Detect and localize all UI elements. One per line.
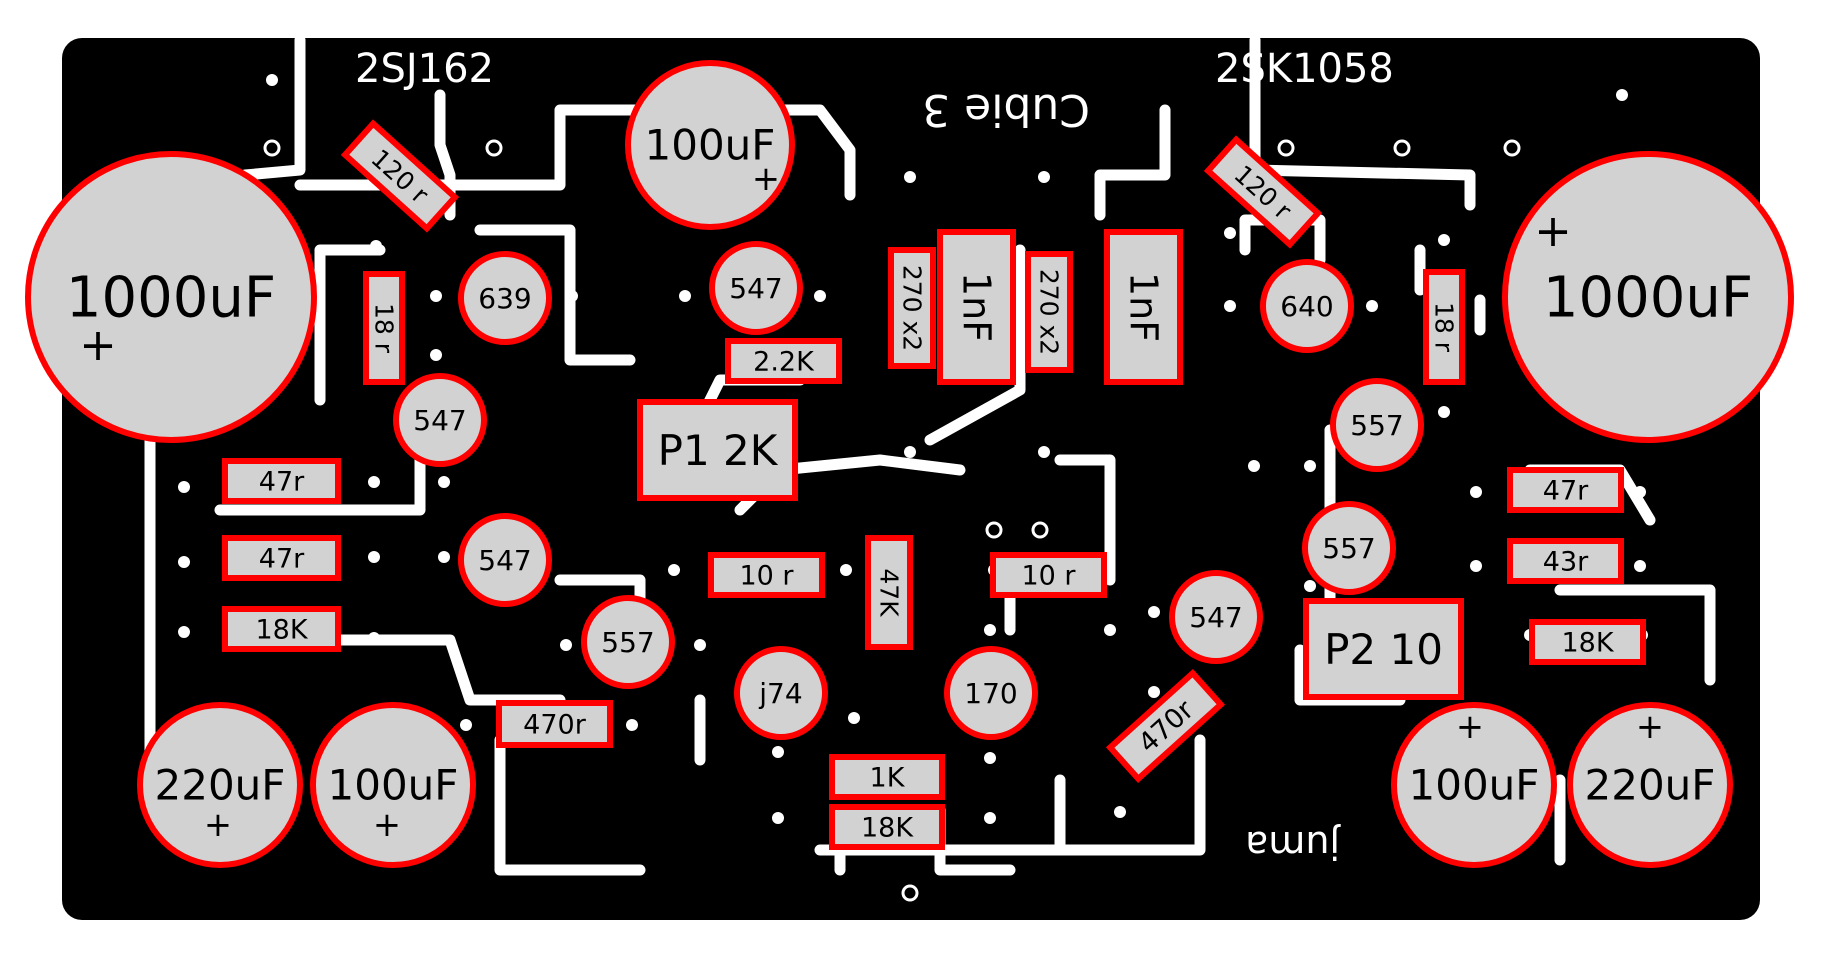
resistor-2-2k-label: 2.2K [753,347,815,378]
capacitor-220uf-br: 220uF + [1567,702,1733,868]
resistor-18r-left: 18 r [363,271,405,385]
transistor-640: 640 [1260,259,1354,353]
mounting-holes [263,139,1521,902]
resistor-18k-mid-label: 18K [861,813,914,844]
capacitor-100uf-top-label: 100uF [645,121,776,170]
resistor-120r-right: 120 r [1203,135,1323,249]
resistor-10r-b: 10 r [990,552,1107,598]
transistor-639-label: 639 [478,282,531,315]
label-author-mirrored: juma [1245,823,1341,867]
transistor-547-d: 547 [1169,570,1263,664]
resistor-18r-left-label: 18 r [370,303,399,354]
transistor-170: 170 [944,646,1038,740]
transistor-547-c-label: 547 [729,272,782,305]
capacitor-100uf-br-label: 100uF [1409,761,1540,810]
resistor-18k-left-label: 18K [255,615,308,646]
transistor-557-a-label: 557 [601,626,654,659]
capacitor-1nf-b: 1nF [1104,229,1183,385]
resistor-47r-b: 47r [222,535,341,581]
resistor-18k-right: 18K [1529,619,1646,665]
resistor-470r-left-label: 470r [523,710,587,741]
resistor-270x2-b: 270 x2 [1025,251,1073,373]
capacitor-1nf-a-label: 1nF [955,272,999,342]
transistor-547-a-label: 547 [413,404,466,437]
resistor-270x2-a: 270 x2 [888,247,936,369]
resistor-10r-b-label: 10 r [1021,561,1076,592]
capacitor-1000uf-right: 1000uF + [1502,151,1794,443]
capacitor-1nf-a: 1nF [937,229,1016,385]
resistor-18k-right-label: 18K [1561,628,1614,659]
resistor-18r-right-label: 18 r [1430,302,1459,353]
resistor-470r-right: 470r [1105,669,1226,783]
transistor-j74: j74 [734,646,828,740]
capacitor-220uf-bl-polarity: + [204,805,232,844]
capacitor-1000uf-left-label: 1000uF [66,266,276,331]
resistor-47r-right: 47r [1507,467,1624,513]
resistor-18k-mid: 18K [829,804,945,850]
capacitor-100uf-br-polarity: + [1456,707,1484,746]
label-2sj162: 2SJ162 [355,46,494,92]
transistor-557-c: 557 [1302,501,1396,595]
potentiometer-p2-10: P2 10 [1303,598,1464,700]
resistor-47k-label: 47K [875,568,904,617]
capacitor-100uf-bl-polarity: + [373,805,401,844]
transistor-170-label: 170 [964,677,1017,710]
transistor-547-c: 547 [709,241,803,335]
capacitor-220uf-bl: 220uF+ [137,702,303,868]
capacitor-1000uf-right-label: 1000uF [1543,266,1753,331]
capacitor-1000uf-right-polarity: + [1534,204,1572,257]
transistor-639: 639 [458,251,552,345]
resistor-1k-label: 1K [870,763,906,794]
resistor-10r-a: 10 r [708,552,825,598]
potentiometer-p1-2k: P1 2K [637,399,798,501]
label-2sk1058: 2SK1058 [1215,46,1394,92]
transistor-640-label: 640 [1280,290,1333,323]
resistor-270x2-a-label: 270 x2 [898,265,927,351]
capacitor-1nf-b-label: 1nF [1122,272,1166,342]
resistor-470r-left: 470r [496,700,613,748]
resistor-2-2k: 2.2K [725,338,842,384]
transistor-557-b: 557 [1330,378,1424,472]
resistor-47r-b-label: 47r [259,544,305,575]
resistor-1k: 1K [829,754,945,800]
capacitor-100uf-top: 100uF+ [625,60,795,230]
capacitor-100uf-top-polarity: + [752,159,780,198]
resistor-47r-a: 47r [222,458,341,504]
capacitor-100uf-br: 100uF + [1391,702,1557,868]
resistor-43r: 43r [1507,538,1624,584]
component-overlays: 1000uF+1000uF+100uF+220uF+100uF+100uF+22… [25,60,1794,868]
transistor-j74-label: j74 [758,677,802,710]
capacitor-220uf-br-label: 220uF [1585,761,1716,810]
resistor-10r-a-label: 10 r [739,561,794,592]
resistor-43r-label: 43r [1543,547,1589,578]
transistor-557-c-label: 557 [1322,532,1375,565]
transistor-557-a: 557 [581,595,675,689]
capacitor-100uf-bl: 100uF+ [310,702,476,868]
resistor-47r-right-label: 47r [1543,476,1589,507]
capacitor-1000uf-left-polarity: + [79,318,117,371]
transistor-557-b-label: 557 [1350,409,1403,442]
capacitor-220uf-br-polarity: + [1636,707,1664,746]
resistor-18k-left: 18K [222,606,341,652]
resistor-270x2-b-label: 270 x2 [1035,269,1064,355]
label-project-mirrored: Cubie 3 [922,84,1090,135]
capacitor-100uf-bl-label: 100uF [328,761,459,810]
transistor-547-a: 547 [393,373,487,467]
capacitor-220uf-bl-label: 220uF [155,761,286,810]
potentiometer-p1-2k-label: P1 2K [658,426,779,475]
resistor-18r-right: 18 r [1423,269,1465,385]
potentiometer-p2-10-label: P2 10 [1324,625,1443,674]
resistor-47r-a-label: 47r [259,467,305,498]
transistor-547-b: 547 [458,513,552,607]
transistor-547-b-label: 547 [478,544,531,577]
transistor-547-d-label: 547 [1189,601,1242,634]
resistor-47k: 47K [865,535,913,650]
capacitor-1000uf-left: 1000uF+ [25,151,317,443]
